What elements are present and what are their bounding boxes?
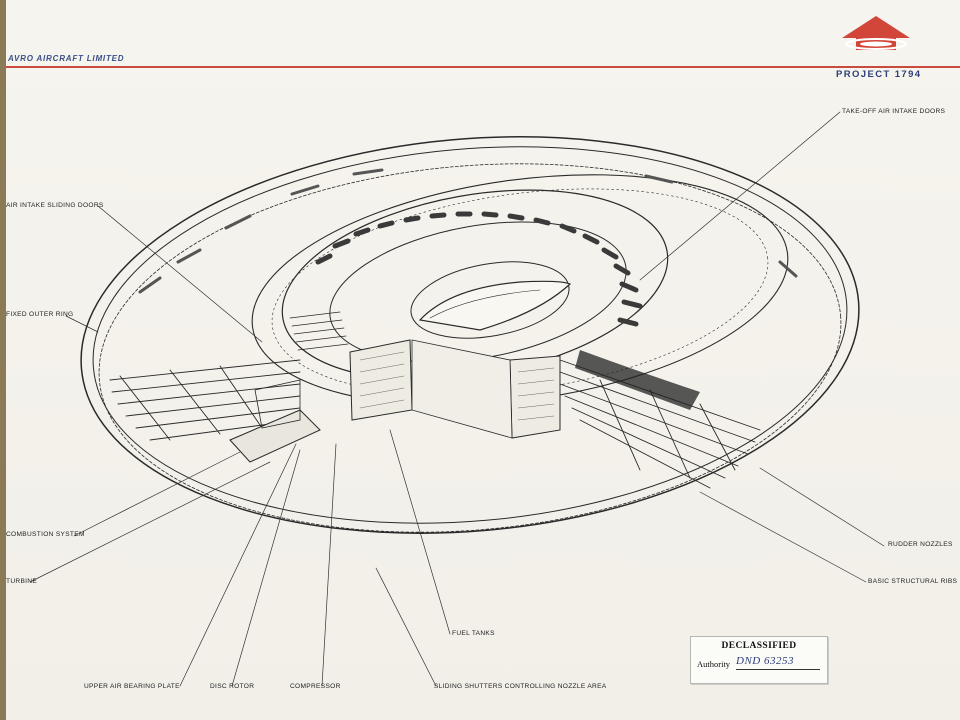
left-structural-ribs <box>109 359 301 441</box>
label-disc-rotor: DISC ROTOR <box>210 683 255 690</box>
binding-edge <box>0 0 6 720</box>
label-fuel-tanks: FUEL TANKS <box>452 630 495 637</box>
header-rule <box>6 66 960 68</box>
label-combustion-system: COMBUSTION SYSTEM <box>6 531 85 538</box>
authority-label: Authority <box>697 659 731 669</box>
outer-ring-lower-rim <box>98 163 842 533</box>
leader-lines <box>29 111 885 687</box>
right-duct-shadow <box>575 350 700 410</box>
declassified-heading: DECLASSIFIED <box>721 641 797 651</box>
central-hub <box>410 261 570 339</box>
outer-ring-inner-edge <box>92 146 848 524</box>
label-rudder-nozzles: RUDDER NOZZLES <box>888 541 953 548</box>
label-takeoff-air-intake-doors: TAKE-OFF AIR INTAKE DOORS <box>842 108 946 115</box>
cockpit-floor <box>411 339 513 439</box>
label-fixed-outer-ring: FIXED OUTER RING <box>6 311 74 318</box>
compressor-blades <box>289 311 349 351</box>
company-name: AVRO AIRCRAFT LIMITED <box>8 54 125 63</box>
disc-arrow-logo-icon <box>842 16 910 50</box>
authority-value: DND 63253 <box>736 655 794 667</box>
declassified-stamp: DECLASSIFIED Authority DND 63253 <box>690 636 828 684</box>
project-title: PROJECT 1794 <box>836 69 922 80</box>
authority-underline <box>736 669 820 670</box>
label-sliding-shutters: SLIDING SHUTTERS CONTROLLING NOZZLE AREA <box>434 683 607 690</box>
intake-slots <box>315 211 643 327</box>
label-air-intake-sliding-doors: AIR INTAKE SLIDING DOORS <box>6 202 104 209</box>
label-basic-structural-ribs: BASIC STRUCTURAL RIBS <box>868 578 958 585</box>
cockpit-canopy <box>418 280 572 331</box>
label-upper-air-bearing-plate: UPPER AIR BEARING PLATE <box>84 683 180 690</box>
label-compressor: COMPRESSOR <box>290 683 341 690</box>
outer-ring-shutters <box>138 168 798 294</box>
combustion-chamber <box>229 409 321 463</box>
label-turbine: TURBINE <box>6 578 38 585</box>
outer-ring-outer-edge <box>80 136 860 534</box>
